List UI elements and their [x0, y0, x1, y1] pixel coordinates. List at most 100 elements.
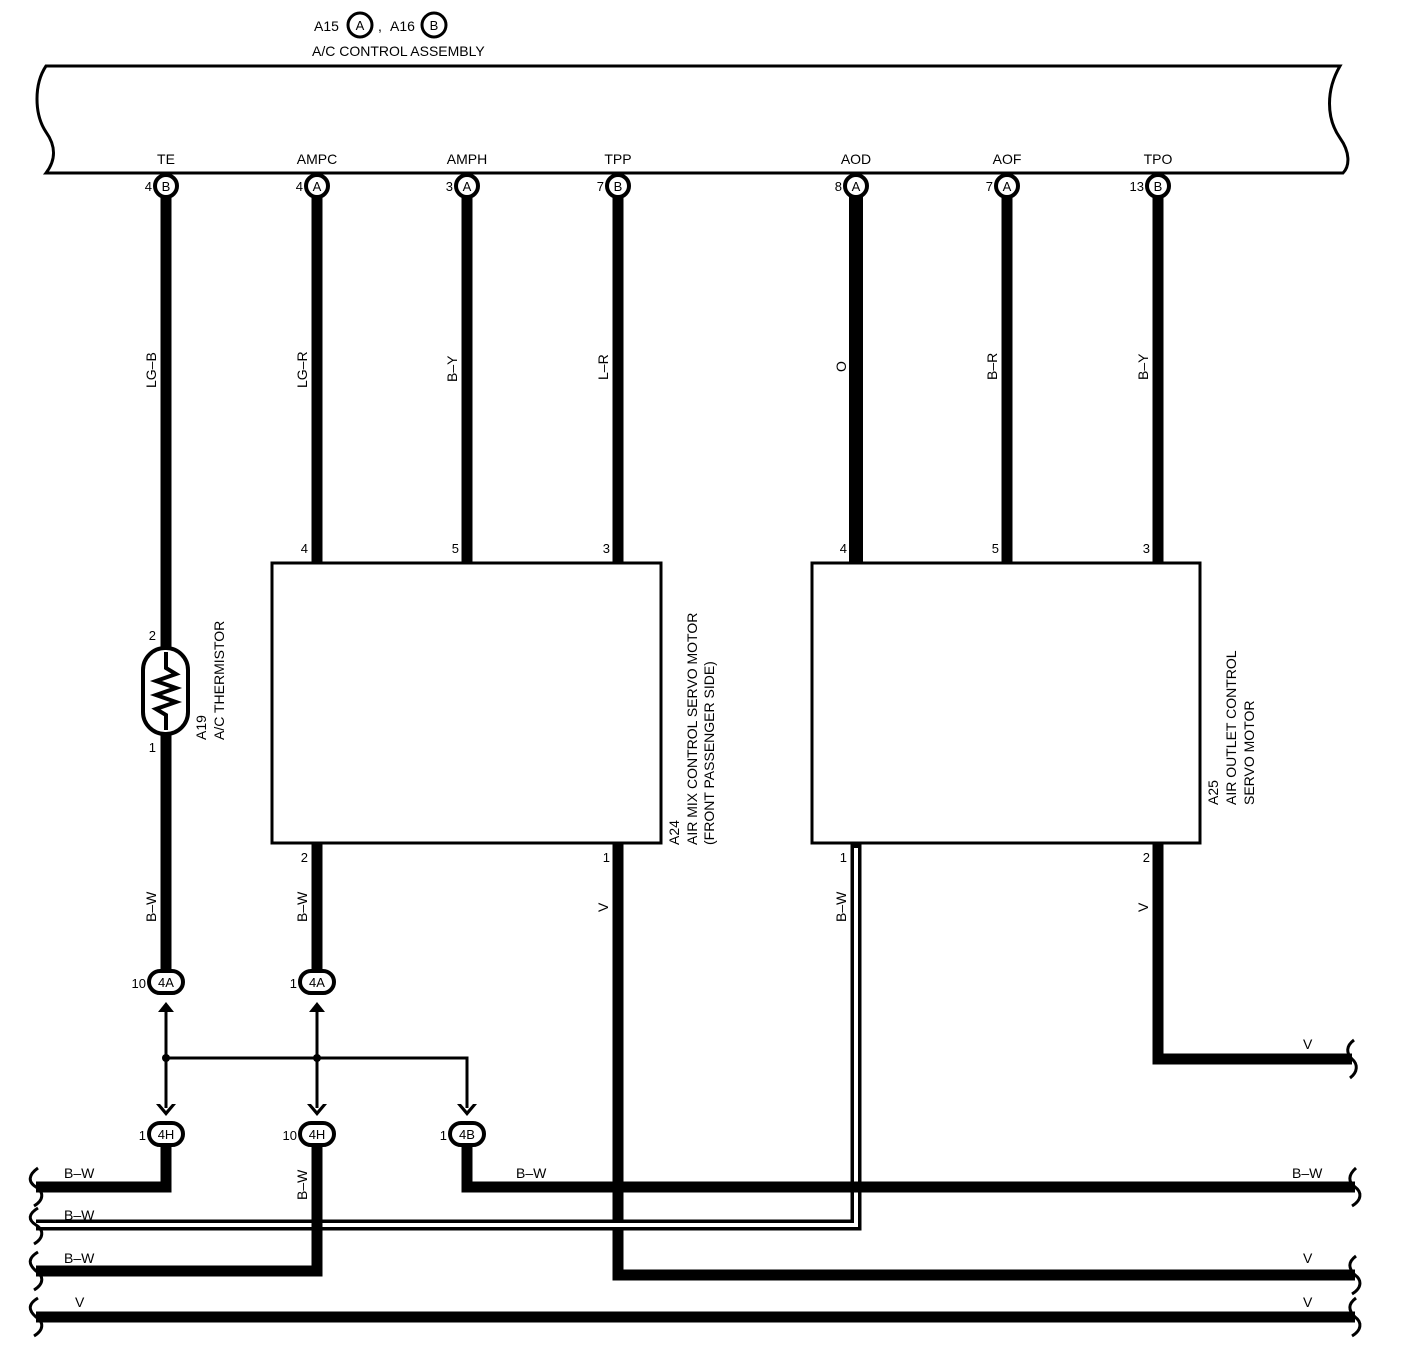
junction-4h-left-code: 4H — [158, 1127, 175, 1142]
wire-color-tpo: B–Y — [1135, 353, 1151, 380]
wire-tpo-lower — [1152, 843, 1352, 1065]
bus4-left-label: V — [75, 1294, 85, 1310]
servo-a24-pin-1: 1 — [603, 850, 610, 865]
servo-a24-pin-5: 5 — [452, 541, 459, 556]
servo-a25-box — [810, 561, 1202, 845]
terminal-amph-label: AMPH — [447, 151, 487, 167]
wire-color-amph: B–Y — [444, 355, 460, 382]
servo-a24-name-line1: AIR MIX CONTROL SERVO MOTOR — [684, 613, 700, 845]
junction-4a-right — [298, 969, 336, 995]
bus3-segment — [36, 1145, 323, 1277]
junction-4b-arrow-icon — [457, 1104, 477, 1116]
terminal-connectors — [153, 173, 1171, 199]
servo-a25-pin-3: 3 — [1143, 541, 1150, 556]
left-wire-breaks — [28, 1166, 44, 1338]
lower-wires — [160, 734, 1355, 1281]
wire-color-tpo-bottom: V — [1135, 902, 1151, 912]
wire-color-aod-bottom: B–W — [833, 891, 849, 922]
tpo-out-label: V — [1303, 1036, 1313, 1052]
servo-a24-pin-3: 3 — [603, 541, 610, 556]
servo-a25-pin-5: 5 — [992, 541, 999, 556]
terminal-amph-pin: 3 — [446, 179, 453, 194]
servo-a25-name-line2: SERVO MOTOR — [1241, 700, 1257, 805]
wire-color-te: LG–B — [143, 352, 159, 388]
connector-b-letter: B — [430, 18, 439, 33]
junction-4h-bottom-wire-label: B–W — [294, 1169, 310, 1200]
thermistor-resistor-symbol — [149, 652, 183, 730]
bus2-left-label: B–W — [64, 1207, 95, 1223]
terminal-tpp-conn: B — [614, 179, 623, 194]
terminal-tpp-label: TPP — [604, 151, 631, 167]
terminal-aod-pin: 8 — [835, 179, 842, 194]
terminal-ampc-pin: 4 — [296, 179, 303, 194]
right-wire-breaks — [1346, 1038, 1362, 1338]
wire-aod-lower-inner — [36, 848, 858, 1227]
terminal-tpo-connector — [1145, 173, 1171, 199]
junction-4a-left — [147, 969, 185, 995]
bus4-right-label: V — [1303, 1294, 1313, 1310]
thermistor-pin-top: 2 — [149, 628, 156, 643]
bus1-mid-label: B–W — [516, 1165, 547, 1181]
terminal-tpp-connector — [605, 173, 631, 199]
wire-color-aof: B–R — [984, 353, 1000, 380]
thermistor-id: A19 — [193, 715, 209, 740]
terminal-aod-connector — [843, 173, 869, 199]
servo-a25-id: A25 — [1205, 780, 1221, 805]
terminal-aof-connector — [994, 173, 1020, 199]
junction-4a-right-arrow-icon — [309, 1002, 325, 1012]
terminal-te-connector — [153, 173, 179, 199]
bus3-left-label: B–W — [64, 1250, 95, 1266]
terminal-amph-connector — [454, 173, 480, 199]
servo-a24-pin-4: 4 — [301, 541, 308, 556]
bottom-buses — [36, 1145, 1355, 1323]
junction-4h-right-pin: 10 — [283, 1128, 297, 1143]
assembly-title: A/C CONTROL ASSEMBLY — [312, 43, 485, 59]
junction-4a-right-code: 4A — [309, 975, 325, 990]
wire-tpp-lower — [612, 843, 1355, 1281]
ac-control-assembly-box — [35, 64, 1350, 175]
terminal-tpo-pin: 13 — [1130, 179, 1144, 194]
upper-wires — [160, 186, 1164, 648]
junction-4a-left-code: 4A — [158, 975, 174, 990]
terminal-te-conn: B — [162, 179, 171, 194]
servo-a24-id: A24 — [666, 820, 682, 845]
bus1-right-label: B–W — [1292, 1165, 1323, 1181]
thermistor-name: A/C THERMISTOR — [211, 621, 227, 740]
terminal-ampc-label: AMPC — [297, 151, 337, 167]
connector-a15-id: A15 — [314, 18, 339, 34]
terminal-aod-conn: A — [852, 179, 861, 194]
junction-4h-left-pin: 1 — [139, 1128, 146, 1143]
wire-color-te-bottom: B–W — [143, 891, 159, 922]
bus3-right-label: V — [1303, 1250, 1313, 1266]
terminal-aof-label: AOF — [993, 151, 1022, 167]
junction-4a-left-arrow-icon — [158, 1002, 174, 1012]
connector-a16-id: A16 — [390, 18, 415, 34]
terminal-te-label: TE — [157, 151, 175, 167]
connector-separator: , — [378, 18, 382, 34]
servo-a25-pin-4: 4 — [840, 541, 847, 556]
terminal-amph-conn: A — [463, 179, 472, 194]
servo-a24-pin-2: 2 — [301, 850, 308, 865]
connector-a-symbol — [346, 11, 374, 39]
terminal-ampc-conn: A — [313, 179, 322, 194]
terminal-ampc-connector — [304, 173, 330, 199]
wire-color-aod: O — [833, 361, 849, 372]
servo-a24-name-line2: (FRONT PASSENGER SIDE) — [701, 661, 717, 845]
wire-color-ampc-bottom: B–W — [294, 891, 310, 922]
thermistor-pin-bottom: 1 — [149, 740, 156, 755]
terminal-te-pin: 4 — [145, 179, 152, 194]
terminal-tpo-conn: B — [1154, 179, 1163, 194]
splice-dot-left — [162, 1054, 170, 1062]
bus1-right-segment — [461, 1145, 1355, 1193]
junction-4b-pin: 1 — [440, 1128, 447, 1143]
wire-color-ampc: LG–R — [294, 351, 310, 388]
terminal-aod-label: AOD — [841, 151, 871, 167]
servo-a25-pin-2: 2 — [1143, 850, 1150, 865]
connector-b-symbol — [420, 11, 448, 39]
servo-a25-name-line1: AIR OUTLET CONTROL — [1223, 650, 1239, 805]
junction-4h-right-arrow-icon — [307, 1104, 327, 1116]
splice-dot-right — [313, 1054, 321, 1062]
servo-a25-pin-1: 1 — [840, 850, 847, 865]
